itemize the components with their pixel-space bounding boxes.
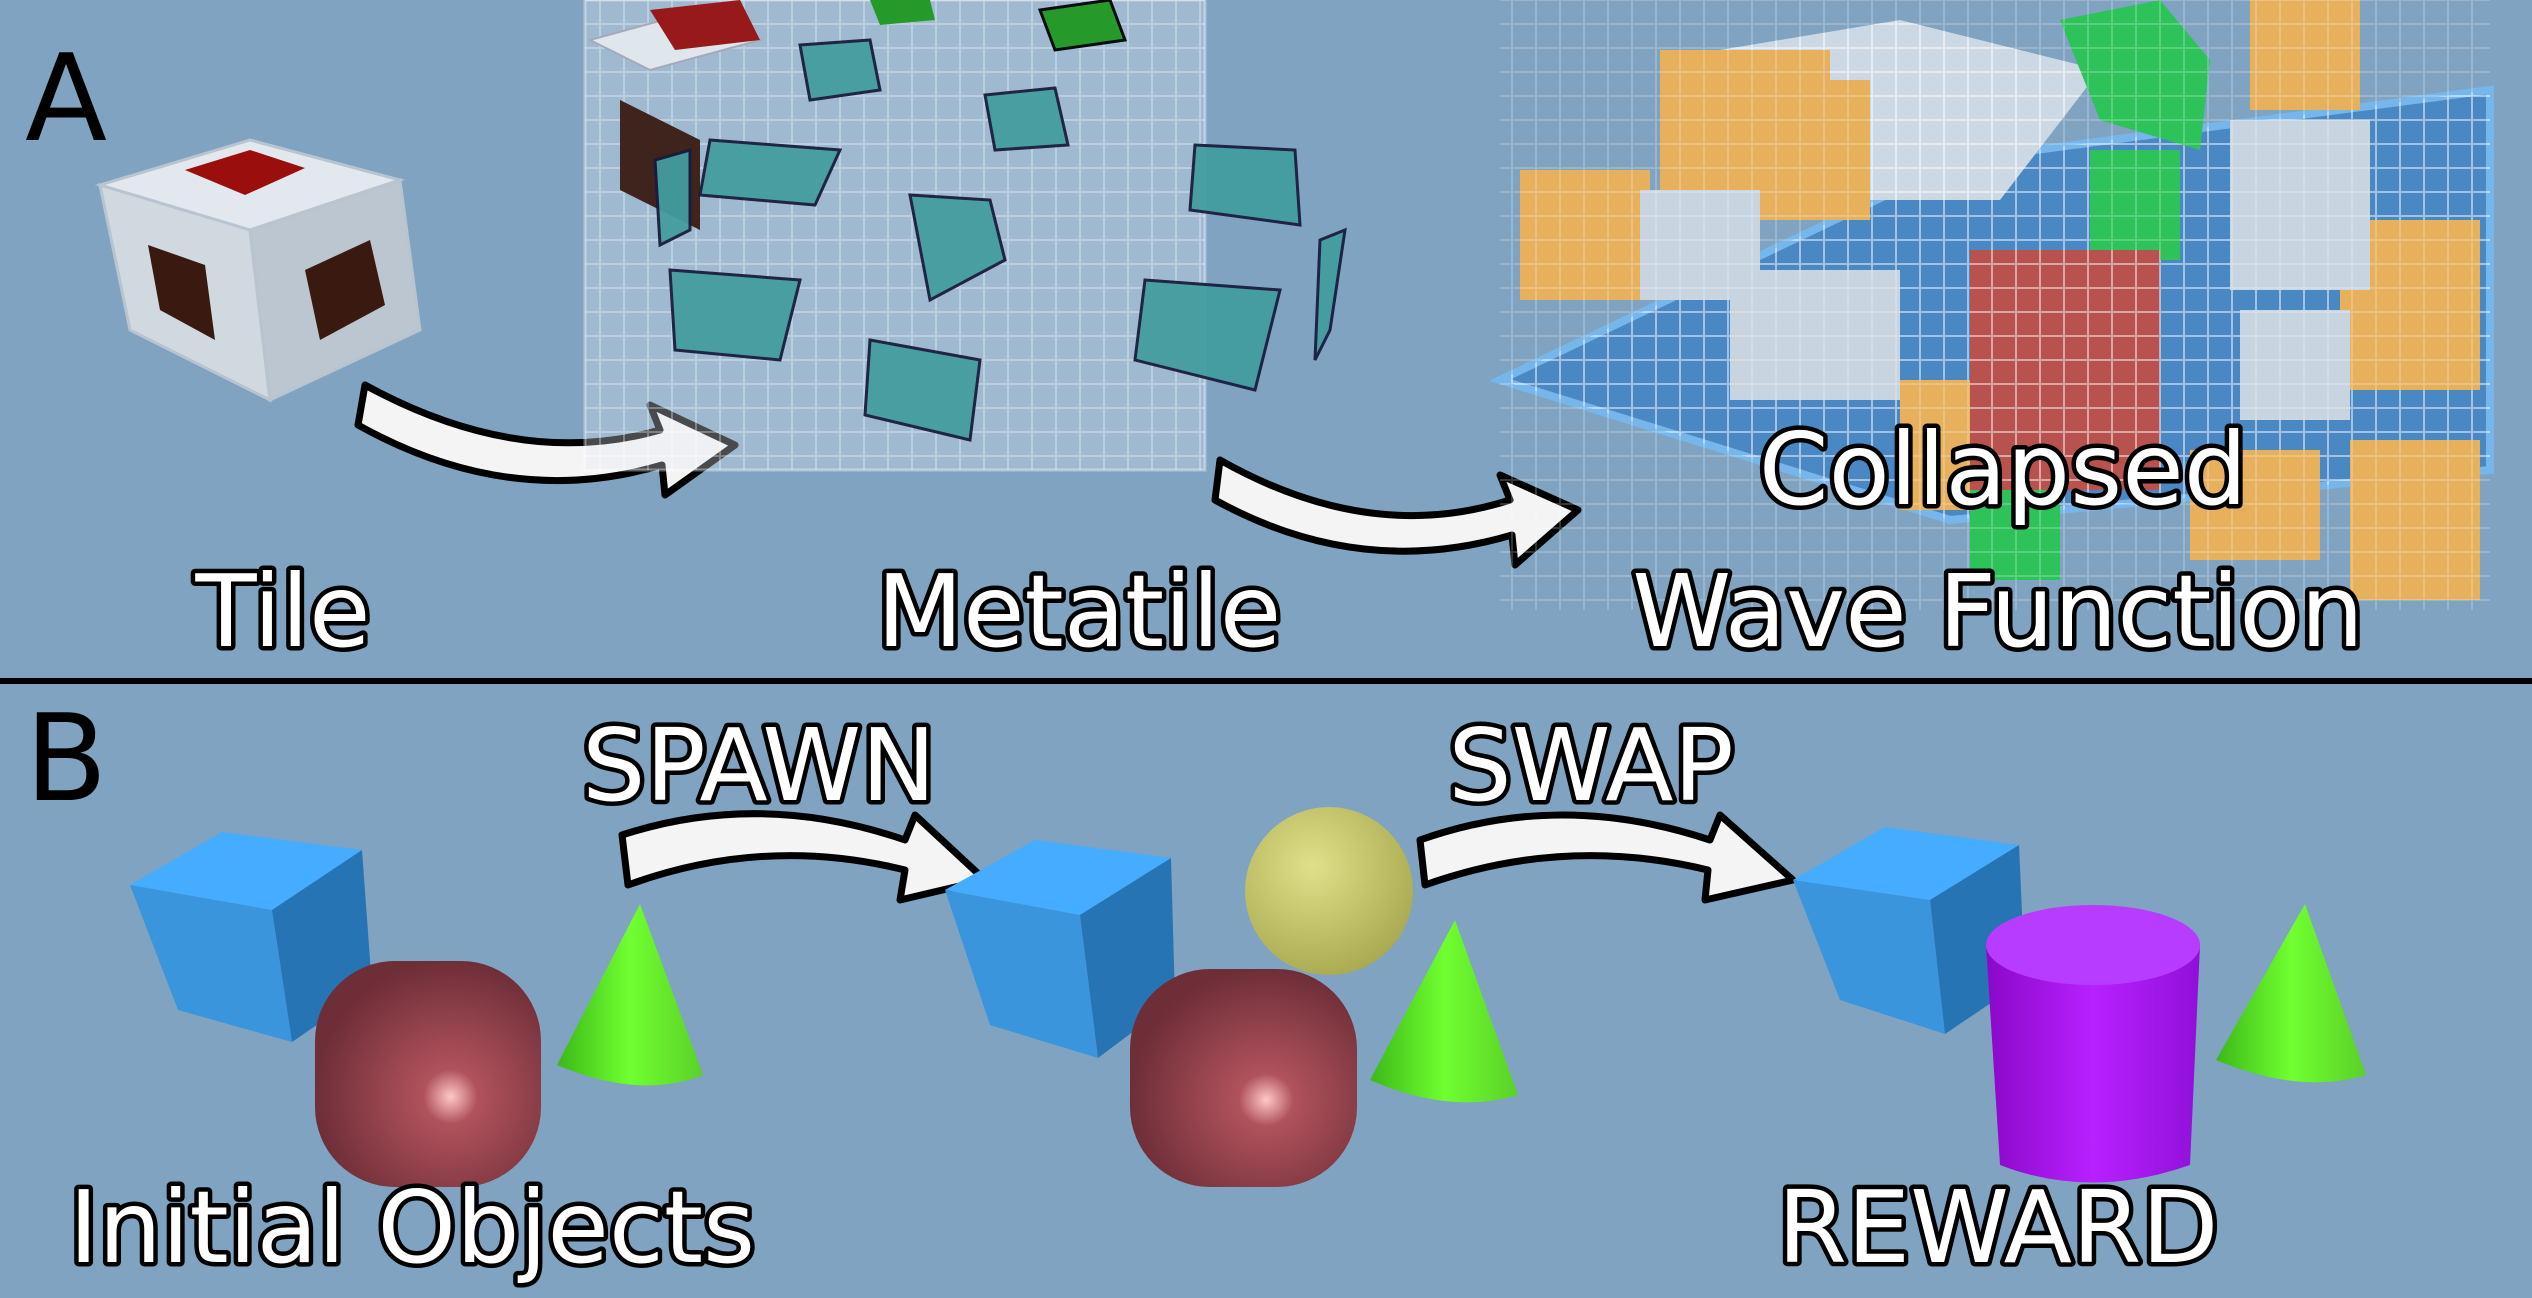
- caption-reward: REWARD: [1778, 1169, 2219, 1286]
- caption-collapsed: Collapsed: [1759, 411, 2247, 528]
- reward-cone: [2216, 904, 2366, 1083]
- metatile-cluster: [583, 0, 1347, 472]
- spawn-cone: [1370, 920, 1518, 1103]
- spawned-sphere: [1245, 807, 1413, 975]
- collapsed-wave-function-scene: [1489, 0, 2494, 610]
- swap-label: SWAP: [1448, 707, 1734, 824]
- swap-arrow: [1416, 811, 1797, 904]
- initial-cone: [557, 904, 703, 1086]
- swapped-cylinder: [1986, 905, 2200, 1183]
- caption-metatile: Metatile: [877, 553, 1282, 670]
- panel-b-label: B: [25, 690, 107, 829]
- panel-a-label: A: [25, 30, 107, 169]
- spawn-cube: [945, 840, 1175, 1058]
- tile-red-face: [185, 150, 305, 195]
- caption-wave-function: Wave Function: [1632, 553, 2364, 670]
- spawn-label: SPAWN: [582, 707, 936, 824]
- initial-red-rounded-cube: [315, 961, 541, 1187]
- caption-initial-objects: Initial Objects: [69, 1169, 755, 1286]
- panel-divider: [0, 678, 2532, 684]
- spawn-red-rounded-cube: [1130, 969, 1357, 1187]
- caption-tile: Tile: [194, 553, 370, 670]
- tile-cube: [94, 138, 422, 403]
